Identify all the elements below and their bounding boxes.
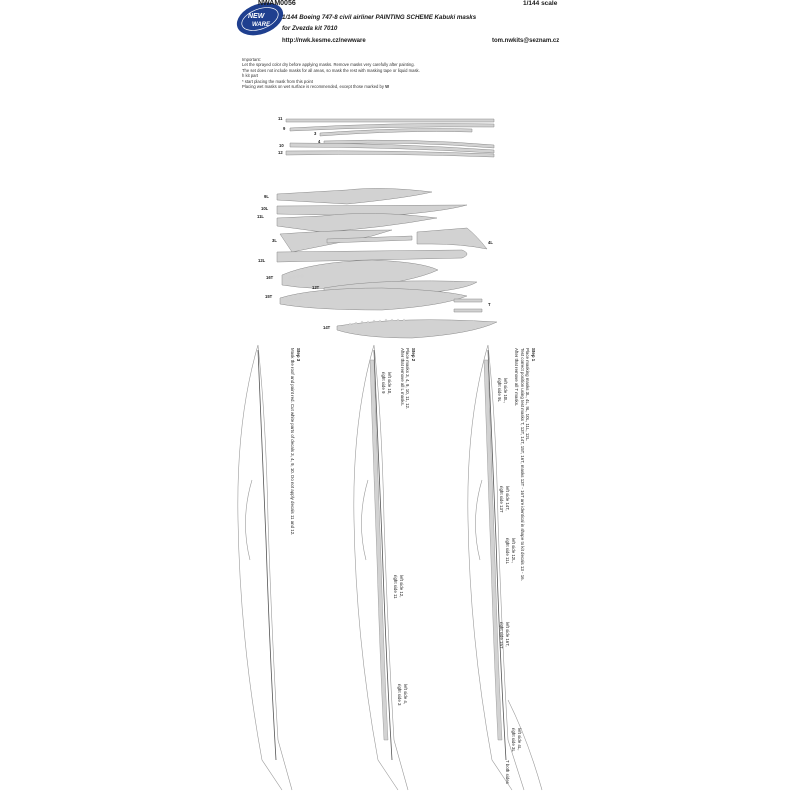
step1-lbl-right11L: right side 11L [505, 538, 511, 565]
mask-band-step1 [483, 359, 503, 741]
website-link[interactable]: http://nwk.kesme.cz/newware [282, 38, 366, 44]
step2-lbl-right9: right side 9 [381, 372, 387, 394]
step1-line-2: Test correct position using test masks T… [519, 348, 525, 581]
label-3: 3 [314, 131, 317, 136]
step2-lbl-right11: right side 11 [393, 575, 399, 599]
wing-step3 [245, 479, 253, 561]
mask-T2 [453, 308, 483, 313]
step2-block: Step 2 Place masks 3, 4, 9, 10, 11, 12. … [399, 348, 416, 409]
step3-text: Mask the roof and paint red. Cut white p… [290, 348, 296, 536]
product-code: NWAM0056 [258, 0, 296, 7]
mask-10 [289, 142, 495, 154]
roof-line-step2 [373, 349, 393, 761]
step1-lbl-right13T: right side 13T [499, 486, 505, 513]
step1-labels-1: left side 10L, right side 9L [497, 378, 508, 403]
label-T: T [488, 302, 491, 307]
new-ware-logo: NEW WARE [236, 2, 284, 36]
step2-lbl-left12: left side 12, [399, 575, 404, 598]
product-title: 1/144 Boeing 747-8 civil airliner PAINTI… [282, 14, 477, 21]
roof-line-step1 [487, 349, 507, 761]
important-line-3: h kit part [242, 73, 259, 79]
label-4L: 4L [488, 240, 493, 245]
step2-labels-1: left side 10, right side 9 [381, 372, 392, 394]
label-15T: 15T [265, 294, 273, 299]
step1-title: Step 1 [531, 348, 536, 362]
step2-line-1: Place masks 3, 4, 9, 10, 11, 12. [405, 348, 411, 410]
wing-step1 [475, 479, 543, 791]
label-16T: 16T [266, 275, 274, 280]
mask-4 [323, 139, 495, 149]
mask-11L [276, 213, 438, 233]
mask-band-step2 [369, 359, 389, 741]
step1-line-1: Place masking masks 3L, 4L, 9L, 10L, 11L… [525, 348, 531, 442]
mask-4L [416, 227, 488, 250]
roof-line-step3 [257, 349, 277, 761]
important-line-4: * start placing the mask from this point [242, 78, 313, 84]
mask-T1 [453, 298, 483, 303]
step1-lbl-both: T both sides [505, 760, 510, 784]
label-11: 11 [278, 116, 283, 121]
step2-labels-2: left side 12, right side 11 [393, 575, 404, 599]
step1-lbl-left4L: left side 4L, [517, 728, 522, 751]
label-9L: 9L [264, 194, 269, 199]
step2-lbl-left10: left side 10, [387, 372, 392, 395]
step3-block: Step 3 Mask the roof and paint red. Cut … [290, 348, 301, 535]
important-line-5: Placing wet masks on wet surface is reco… [242, 84, 384, 90]
mask-diagram [237, 118, 543, 791]
fuselage-step3 [237, 344, 293, 791]
label-3L: 3L [272, 238, 277, 243]
step2-labels-3: left side 4, right side 3 [397, 684, 408, 705]
label-13T: 13T [312, 285, 320, 290]
step1-labels-4: left side 16T, right side 15T [499, 622, 510, 649]
step1-labels-5: left side 4L, right side 3L [511, 728, 522, 752]
email-link[interactable]: tom.nwkits@seznam.cz [492, 38, 560, 44]
label-9: 9 [283, 126, 286, 131]
step2-title: Step 2 [411, 348, 416, 362]
label-4: 4 [318, 139, 321, 144]
mask-12 [285, 150, 495, 158]
mask-14T [336, 319, 498, 339]
step1-lbl-right3L: right side 3L [511, 728, 517, 752]
fuselage-step2 [353, 344, 409, 791]
label-10: 10 [279, 143, 284, 148]
step1-block: Step 1 Place masking masks 3L, 4L, 9L, 1… [514, 348, 536, 581]
logo-text-top: NEW [248, 13, 266, 20]
mask-9 [289, 123, 495, 132]
label-14T: 14T [323, 325, 331, 330]
step2-line-2: After that remove all L masks. [399, 348, 405, 406]
mask-12L [276, 249, 468, 263]
mask-3L-strip [326, 235, 413, 244]
label-11L: 11L [257, 214, 264, 219]
label-12: 12 [278, 150, 283, 155]
w-mark: W [385, 84, 390, 90]
step1-lbl-left14T: left side 14T, [505, 486, 510, 511]
label-10L: 10L [261, 206, 269, 211]
step1-labels-3: left side 12L, right side 11L [505, 538, 516, 564]
instruction-sheet: NEW WARE NWAM0056 1/144 scale 1/144 Boei… [232, 0, 567, 800]
label-12L: 12L [258, 258, 266, 263]
important-block: Important: Let the sprayed color dry bef… [242, 57, 420, 89]
mask-11 [285, 118, 495, 123]
mask-15T [279, 287, 468, 311]
step1-lbl-left10L: left side 10L, [503, 378, 508, 403]
step3-title: Step 3 [296, 348, 301, 362]
step1-lbl-right9L: right side 9L [497, 378, 503, 402]
step2-lbl-right3: right side 3 [397, 684, 403, 706]
logo-text-bottom: WARE [252, 22, 271, 28]
mask-3 [319, 128, 473, 137]
fuselage-step1 [467, 344, 525, 791]
scale-label: 1/144 scale [523, 0, 558, 7]
step1-labels-6: T both sides [504, 760, 510, 784]
wing-step2 [361, 479, 369, 561]
step1-lbl-left12L: left side 12L, [511, 538, 516, 563]
important-line-1: Let the sprayed color dry before applyin… [242, 62, 415, 68]
step1-labels-2: left side 14T, right side 13T [499, 486, 510, 513]
product-subtitle: for Zvezda kit 7010 [282, 25, 338, 32]
important-line-2: The set does not include masks for all a… [242, 67, 420, 73]
important-heading: Important: [242, 57, 261, 62]
mask-9L [276, 188, 433, 205]
step1-lbl-left16T: left side 16T, [505, 622, 510, 647]
step1-lbl-right15T: right side 15T [499, 622, 505, 649]
step2-lbl-left4: left side 4, [403, 684, 408, 705]
